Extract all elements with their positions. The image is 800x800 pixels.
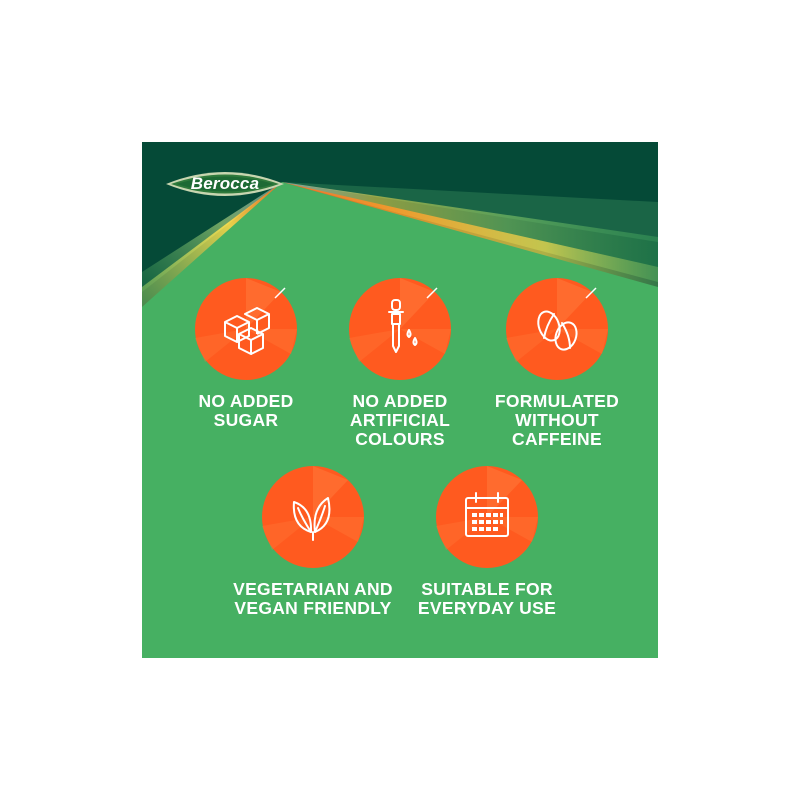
benefit-badge bbox=[436, 466, 538, 568]
coffee-bean-icon bbox=[506, 278, 608, 380]
benefit-badge bbox=[349, 278, 451, 380]
benefit-vegan-friendly: VEGETARIAN AND VEGAN FRIENDLY bbox=[228, 466, 398, 618]
benefit-no-artificial-colours: NO ADDED ARTIFICIAL COLOURS bbox=[315, 278, 485, 449]
sugar-cubes-icon bbox=[195, 278, 297, 380]
benefit-badge bbox=[262, 466, 364, 568]
benefit-label: SUITABLE FOR EVERYDAY USE bbox=[417, 579, 557, 618]
benefit-badge bbox=[506, 278, 608, 380]
benefit-everyday-use: SUITABLE FOR EVERYDAY USE bbox=[402, 466, 572, 618]
logo-wordmark: Berocca bbox=[190, 174, 260, 193]
berocca-logo: Berocca bbox=[162, 164, 288, 204]
benefit-label: FORMULATED WITHOUT CAFFEINE bbox=[494, 391, 620, 449]
infographic-panel: Berocca bbox=[142, 142, 658, 658]
benefit-label: VEGETARIAN AND VEGAN FRIENDLY bbox=[233, 579, 393, 618]
benefit-badge bbox=[195, 278, 297, 380]
dropper-icon bbox=[349, 278, 451, 380]
benefit-label: NO ADDED ARTIFICIAL COLOURS bbox=[349, 391, 451, 449]
benefit-label: NO ADDED SUGAR bbox=[198, 391, 294, 430]
leaves-icon bbox=[262, 466, 364, 568]
benefit-no-added-sugar: NO ADDED SUGAR bbox=[161, 278, 331, 430]
calendar-icon bbox=[436, 466, 538, 568]
benefit-without-caffeine: FORMULATED WITHOUT CAFFEINE bbox=[472, 278, 642, 449]
